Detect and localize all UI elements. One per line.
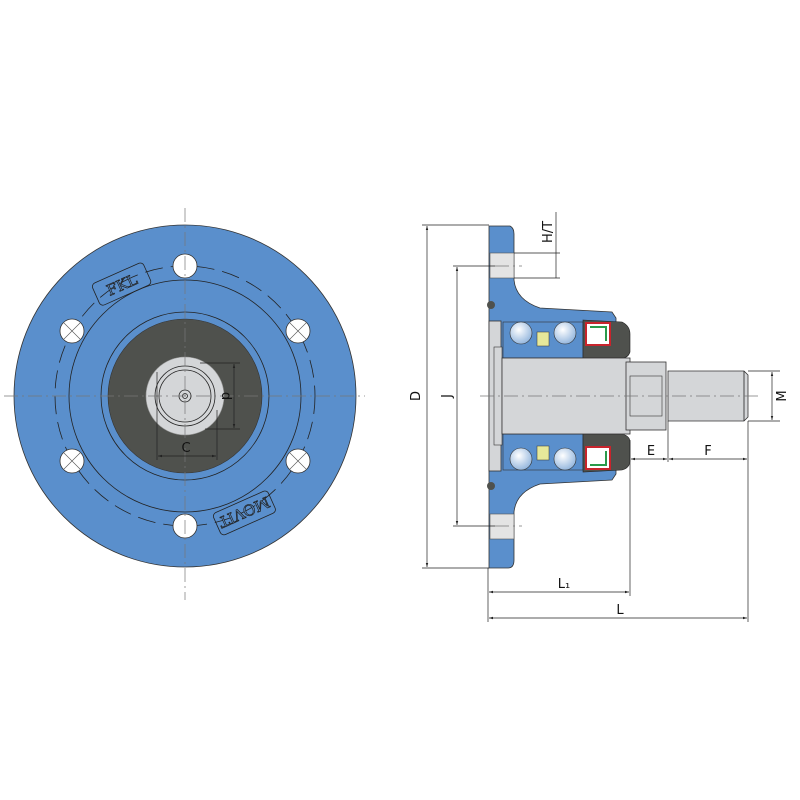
dim-F-label: F: [704, 444, 711, 459]
dim-M-label: M: [775, 390, 790, 401]
dimension-J: J: [440, 265, 495, 527]
bolt-hole-section: [489, 252, 515, 279]
bearing-ball: [553, 447, 577, 471]
dim-L-label: L: [616, 603, 624, 618]
dim-E-label: E: [647, 444, 655, 459]
bearing-ball: [509, 447, 533, 471]
front-view: FKL MOVIT d C: [4, 208, 365, 600]
dim-HT-label: H/T: [541, 221, 556, 243]
dimension-H-T: H/T: [514, 212, 560, 279]
dimension-D: D: [409, 224, 489, 569]
o-ring: [487, 301, 495, 309]
dimension-E-F: E F: [629, 421, 749, 622]
dimension-d: d: [200, 362, 240, 430]
bolt-hole-section: [489, 513, 515, 540]
o-ring: [487, 482, 495, 490]
seal-lip: [590, 451, 607, 466]
dimension-L: L₁ L: [487, 568, 747, 622]
seal: [585, 322, 611, 346]
seal: [585, 446, 611, 470]
side-view: D J H/T M E: [409, 212, 790, 622]
dimension-c: C: [156, 372, 218, 460]
cage: [536, 331, 550, 347]
dim-J-label: J: [440, 394, 455, 399]
dim-D-label: D: [409, 391, 424, 401]
dim-c-label: C: [181, 441, 190, 456]
bolt-hole-crosses: [63, 322, 307, 470]
dimension-M: M: [748, 370, 790, 422]
dim-L1-label: L₁: [558, 577, 570, 592]
bearing-ball: [553, 321, 577, 345]
dim-d-label: d: [218, 392, 233, 400]
bearing-ball: [509, 321, 533, 345]
seal-lip: [590, 326, 607, 341]
cage: [536, 445, 550, 461]
